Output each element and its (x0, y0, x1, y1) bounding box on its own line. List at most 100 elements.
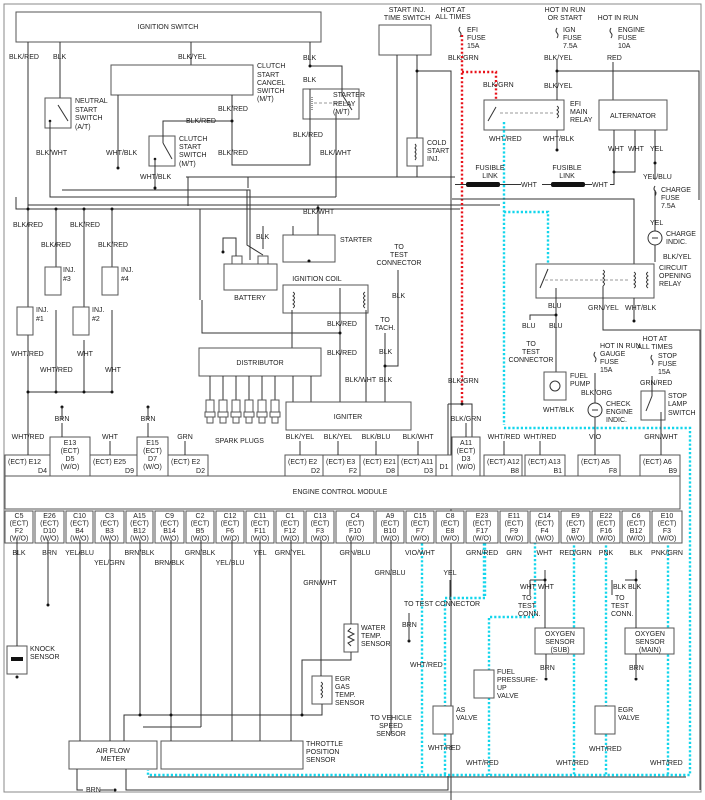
svg-text:COLD: COLD (427, 140, 446, 147)
wire-label: BLK (303, 55, 317, 62)
pin-label: C15 (414, 513, 427, 520)
ecm-top-connectors: (ECT) E12D4WHT/REDE13(ECT)D5(W/O)BRN(ECT… (4, 405, 681, 477)
svg-text:IGNITER: IGNITER (334, 414, 362, 421)
ecm-bottom-pin: C13(ECT)F3(W/O)GRN/WHT (303, 510, 337, 587)
spark-plug (243, 376, 255, 424)
svg-text:7.5A: 7.5A (661, 203, 676, 210)
knock-sensor: KNOCK SENSOR (6, 645, 60, 675)
wire-label: BLK/GRN (448, 378, 479, 385)
svg-text:CHARGE: CHARGE (666, 231, 696, 238)
wire-label: GRN/YEL (275, 550, 306, 557)
wire-label: GRN/BLU (374, 570, 405, 577)
svg-text:TEST: TEST (611, 603, 630, 610)
wire-label: BLK/RED (186, 118, 216, 125)
svg-text:FUEL: FUEL (497, 669, 515, 676)
ecm-top-pin: D1 (435, 454, 453, 477)
pin-label: B7 (571, 528, 580, 535)
wire-label: WHT (538, 584, 555, 591)
svg-text:OXYGEN: OXYGEN (635, 631, 665, 638)
pin-label: F6 (226, 528, 234, 535)
spark-plugs-label: SPARK PLUGS (215, 438, 264, 445)
pin-label: (ECT) (130, 521, 149, 528)
igniter: IGNITER (285, 401, 412, 431)
vehicle-speed-sensor: TO VEHICLE SPEED SENSOR (370, 715, 412, 738)
pin-label: (ECT) (10, 521, 29, 528)
efi-main-relay: EFI MAIN RELAY (483, 99, 593, 131)
wire-label: BLK/WHT (402, 434, 434, 441)
pin-label: (ECT) (411, 521, 430, 528)
wire-label: WHT/RED (524, 434, 557, 441)
ecm-top-pin: A11(ECT)D3(W/O)BLK/GRN (451, 416, 482, 477)
svg-text:SENSOR: SENSOR (545, 639, 575, 646)
throttle-position-sensor: THROTTLE POSITION SENSOR (160, 740, 343, 770)
fusible-link-1: FUSIBLE LINK (466, 165, 505, 187)
wire-label: YEL/BLU (216, 560, 245, 567)
svg-text:VALVE: VALVE (456, 715, 478, 722)
pin-label: (W/O) (566, 536, 585, 543)
pin-label: (ECT) A6 (643, 459, 672, 466)
ecm-bottom-pin: E22(ECT)F16(W/O)PNK (591, 510, 621, 557)
pin-label: (ECT) (160, 521, 179, 528)
svg-text:TO VEHICLE: TO VEHICLE (370, 715, 412, 722)
svg-text:STOP: STOP (668, 393, 687, 400)
wire-label: BLK/GRN (448, 55, 479, 62)
svg-text:INDIC.: INDIC. (606, 417, 627, 424)
pin-label: (W/O) (473, 536, 492, 543)
svg-text:FUSE: FUSE (658, 361, 677, 368)
ecm-bottom-pin: C15(ECT)F7(W/O)VIO/WHT (405, 510, 436, 557)
pin-label: C1 (286, 513, 295, 520)
svg-text:ENGINE: ENGINE (618, 27, 645, 34)
pin-label: C11 (254, 513, 266, 520)
pin-label: F10 (349, 528, 361, 535)
pin-label: A15 (133, 513, 146, 520)
wire-label: BLK/YEL (286, 434, 315, 441)
svg-text:TEST: TEST (518, 603, 537, 610)
svg-text:LAMP: LAMP (668, 401, 687, 408)
charge-indicator: CHARGE INDIC. (647, 230, 696, 246)
pin-label: F9 (510, 528, 518, 535)
pin-label: B3 (105, 528, 114, 535)
pin-label: B10 (384, 528, 397, 535)
svg-text:START INJ.: START INJ. (389, 7, 426, 14)
wire-label: BLK/YEL (324, 434, 353, 441)
wire-label: BLK/RED (327, 350, 357, 357)
ign-fuse: HOT IN RUN OR START IGN FUSE 7.5A (545, 7, 586, 50)
ecm-bottom-pin: E10(ECT)F3(W/O)PNK/GRN (651, 510, 683, 557)
spark-plug (230, 376, 242, 424)
wire-label: BLK (256, 234, 270, 241)
svg-text:HOT IN RUN: HOT IN RUN (598, 15, 639, 22)
svg-text:RELAY: RELAY (570, 117, 593, 124)
pin-label: (W/O) (505, 536, 524, 543)
pin-label: F16 (600, 528, 612, 535)
svg-text:STARTER: STARTER (333, 92, 365, 99)
pin-label: (ECT) (505, 521, 524, 528)
svg-text:#4: #4 (121, 276, 129, 283)
wire-label: BLK/WHT (36, 150, 68, 157)
pin-label: (W/O) (61, 464, 80, 471)
pin-label: (ECT) (535, 521, 554, 528)
wire-label: BLK (628, 584, 642, 591)
spark-plug (204, 376, 216, 424)
pin-label: (ECT) A12 (487, 459, 520, 466)
pin-label: E11 (508, 513, 520, 520)
pin-label: (W/O) (251, 536, 270, 543)
wire-label: BLK/YEL (544, 55, 573, 62)
wire-label: GRN/WHT (644, 434, 678, 441)
to-test-conn-sub: TO TEST CONN. (518, 595, 541, 618)
pin-label: (W/O) (441, 536, 460, 543)
ecm-bottom-pin: C12(ECT)F6(W/O)YEL/BLU (215, 510, 245, 567)
wire-label: YEL (650, 146, 663, 153)
pin-label: (ECT) E3 (326, 459, 355, 466)
wire-label: WHT/RED (428, 745, 461, 752)
svg-text:IGNITION COIL: IGNITION COIL (292, 276, 342, 283)
svg-text:FUSE: FUSE (661, 195, 680, 202)
pin-label: (W/O) (70, 536, 89, 543)
diagram-frame (3, 3, 702, 793)
pin-label: (ECT) (61, 448, 80, 455)
wire-label: BLK/GRN (451, 416, 482, 423)
pin-label: (ECT) (251, 521, 270, 528)
svg-text:IGN: IGN (563, 27, 575, 34)
